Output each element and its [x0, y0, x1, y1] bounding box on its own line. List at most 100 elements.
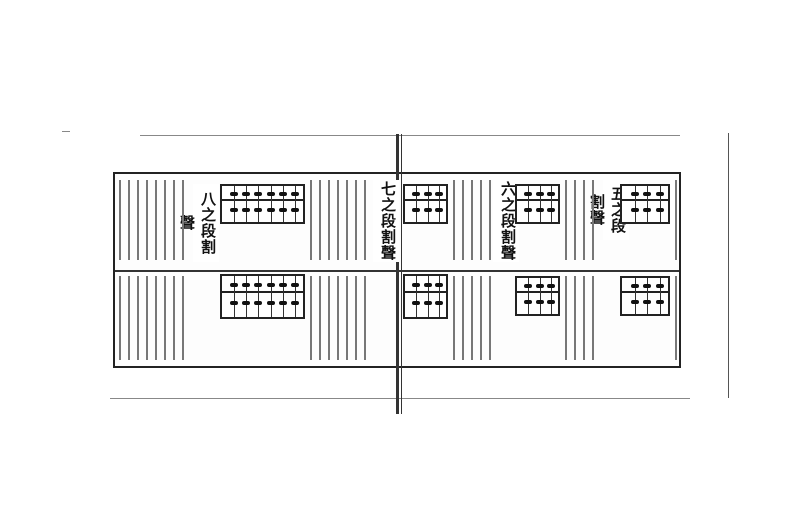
- abacus-bead: [630, 284, 639, 288]
- abacus-bead: [546, 192, 555, 196]
- text-column: [364, 180, 366, 260]
- abacus-rod: [416, 186, 418, 222]
- text-column: [574, 180, 576, 260]
- abacus-illustration: [515, 184, 560, 224]
- abacus-bead: [290, 192, 299, 196]
- abacus-bead: [242, 192, 251, 196]
- abacus-bead: [630, 208, 639, 212]
- text-column: [119, 180, 121, 260]
- abacus-bead: [434, 208, 443, 212]
- abacus-rod: [258, 276, 260, 317]
- abacus-rod: [427, 186, 429, 222]
- text-column: [355, 180, 357, 260]
- text-column: [355, 276, 357, 360]
- text-column: [310, 180, 312, 260]
- abacus-bead: [655, 208, 664, 212]
- abacus-bead: [423, 192, 432, 196]
- abacus-beam: [622, 198, 668, 201]
- abacus-beam: [405, 198, 446, 201]
- abacus-bead: [278, 282, 287, 287]
- text-column: [453, 276, 455, 360]
- abacus-bead: [412, 192, 421, 196]
- text-column: [489, 276, 491, 360]
- abacus-bead: [290, 208, 299, 212]
- text-column: [592, 180, 594, 260]
- abacus-bead: [546, 208, 555, 212]
- abacus-bead: [655, 300, 664, 304]
- abacus-illustration: [515, 276, 560, 316]
- section-title-eight: 八之段割聲: [178, 184, 219, 262]
- abacus-illustration: [620, 184, 670, 224]
- abacus-bead: [423, 282, 432, 287]
- bottom-edge-line: [110, 398, 690, 399]
- abacus-rod: [427, 276, 429, 317]
- text-column: [155, 180, 157, 260]
- abacus-rod: [246, 276, 248, 317]
- abacus-bead: [643, 284, 651, 288]
- abacus-bead: [524, 300, 533, 304]
- text-column: [328, 276, 330, 360]
- abacus-bead: [630, 192, 639, 196]
- abacus-bead: [643, 300, 651, 304]
- text-column: [675, 180, 677, 260]
- abacus-beam: [517, 198, 558, 201]
- abacus-bead: [655, 192, 664, 196]
- abacus-bead: [524, 208, 533, 212]
- section-title-six: 六之段割聲: [493, 180, 519, 262]
- abacus-bead: [412, 282, 421, 287]
- abacus-bead: [266, 300, 275, 305]
- left-margin-mark: [62, 131, 70, 132]
- right-page-edge: [728, 133, 729, 398]
- text-column: [574, 276, 576, 360]
- abacus-rod: [416, 276, 418, 317]
- abacus-rod: [282, 276, 284, 317]
- text-column: [489, 180, 491, 260]
- text-column: [128, 276, 130, 360]
- abacus-bead: [266, 282, 275, 287]
- abacus-rod: [294, 276, 296, 317]
- text-column: [137, 276, 139, 360]
- abacus-bead: [643, 208, 651, 212]
- abacus-bead: [266, 208, 275, 212]
- abacus-rod: [539, 278, 541, 314]
- abacus-beam: [222, 198, 303, 201]
- abacus-rod: [539, 186, 541, 222]
- abacus-beam: [517, 290, 558, 293]
- abacus-bead: [434, 192, 443, 196]
- abacus-bead: [630, 300, 639, 304]
- abacus-rod: [634, 186, 636, 222]
- section-title-seven: 七之段割聲: [373, 180, 399, 262]
- abacus-bead: [266, 192, 275, 196]
- abacus-bead: [535, 192, 544, 196]
- abacus-beam: [222, 290, 303, 293]
- abacus-rod: [659, 278, 661, 314]
- text-column: [346, 276, 348, 360]
- text-column: [480, 276, 482, 360]
- abacus-bead: [278, 192, 287, 196]
- text-column: [592, 276, 594, 360]
- abacus-rod: [258, 186, 260, 222]
- text-column: [346, 180, 348, 260]
- abacus-beam: [622, 290, 668, 293]
- abacus-bead: [546, 284, 555, 288]
- abacus-bead: [230, 208, 239, 212]
- text-column: [328, 180, 330, 260]
- abacus-rod: [438, 186, 440, 222]
- text-column: [453, 180, 455, 260]
- text-column: [471, 180, 473, 260]
- abacus-bead: [254, 282, 263, 287]
- text-column: [565, 276, 567, 360]
- abacus-bead: [278, 208, 287, 212]
- abacus-bead: [412, 208, 421, 212]
- abacus-bead: [535, 284, 544, 288]
- text-column: [155, 276, 157, 360]
- abacus-bead: [643, 192, 651, 196]
- text-column: [164, 276, 166, 360]
- text-column: [310, 276, 312, 360]
- abacus-illustration: [620, 276, 670, 316]
- abacus-bead: [524, 192, 533, 196]
- abacus-rod: [550, 186, 552, 222]
- abacus-bead: [230, 282, 239, 287]
- abacus-rod: [550, 278, 552, 314]
- abacus-bead: [242, 208, 251, 212]
